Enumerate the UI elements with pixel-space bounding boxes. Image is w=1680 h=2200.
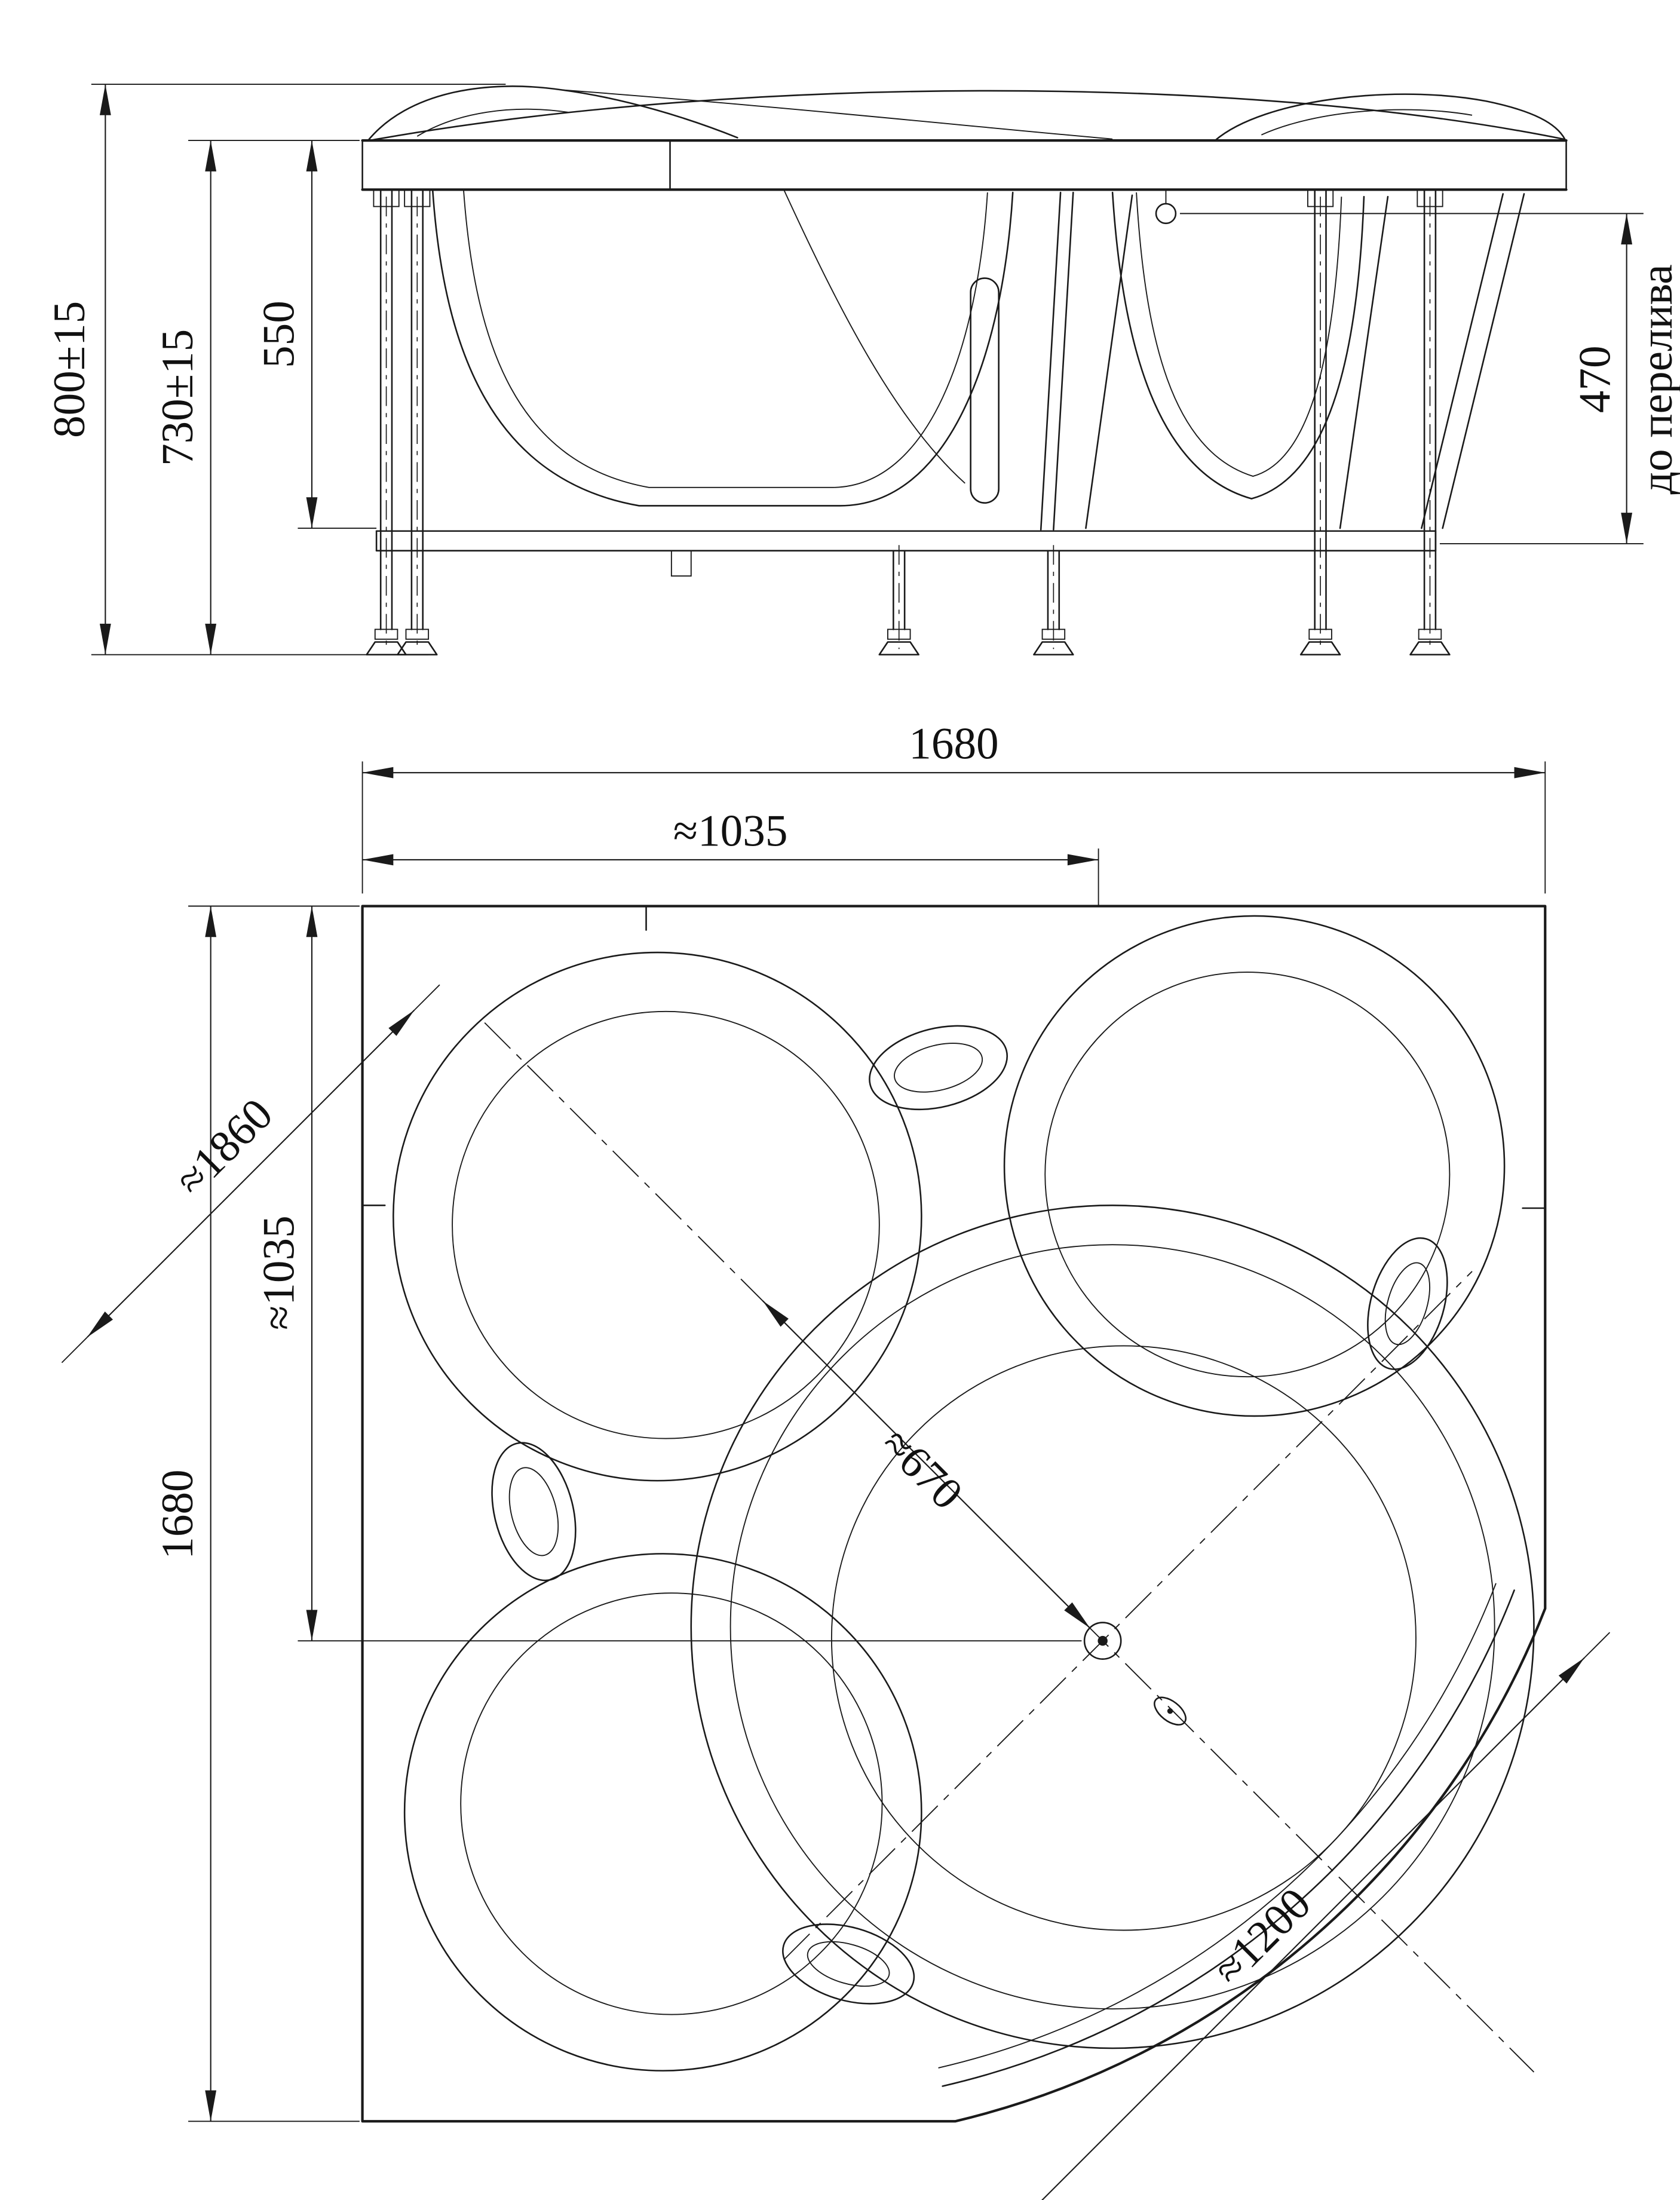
adjustable-feet (366, 629, 1451, 655)
dimension-label: 470 (1570, 345, 1620, 413)
tub-rim-and-deck (361, 85, 1568, 191)
dimension-label: 730±15 (153, 329, 203, 466)
dimension-length: 1680 (153, 905, 360, 2122)
dimension-label: ≈1860 (166, 1089, 282, 1205)
dimension-overflow-height: 470 до перелива (1179, 213, 1680, 544)
dimension-center: ≈670 (762, 1300, 1091, 1629)
overflow-note-label: до перелива (1632, 264, 1680, 494)
tub-bowl-profile (431, 189, 1365, 507)
drain-hole (1083, 1622, 1122, 1660)
plan-view: 1680 ≈1035 1680 ≈1035 (61, 719, 1611, 2200)
side-view: 800±15 730±15 550 470 до перелива (45, 84, 1680, 655)
inner-bowl-contours (393, 915, 1535, 2072)
dimension-depth: 550 (254, 140, 377, 529)
dimension-label: 800±15 (45, 301, 94, 438)
dimension-overall-height: 800±15 (45, 84, 506, 655)
dimension-frame-height: 730±15 (153, 140, 360, 655)
dimension-label: ≈1035 (673, 806, 788, 856)
dimension-label: 1680 (909, 719, 998, 769)
dimension-width: 1680 (361, 719, 1546, 894)
dimension-front-radius: ≈1200 (1041, 1632, 1611, 2200)
dimension-label: ≈670 (872, 1419, 972, 1519)
dimension-label: 550 (254, 301, 303, 368)
dimension-diagonal: ≈1860 (61, 984, 440, 1363)
support-frame (366, 189, 1525, 655)
overflow-fitting (1155, 203, 1177, 225)
dimension-drain-y: ≈1035 (254, 906, 1082, 1642)
tub-outline (361, 905, 1547, 2123)
dimension-drain-x: ≈1035 (362, 806, 1099, 906)
backrest-cushion (970, 277, 1000, 504)
dimension-label: 1680 (153, 1469, 203, 1559)
dimension-label: ≈1035 (254, 1215, 303, 1330)
drain-outlet-stub (670, 550, 692, 577)
